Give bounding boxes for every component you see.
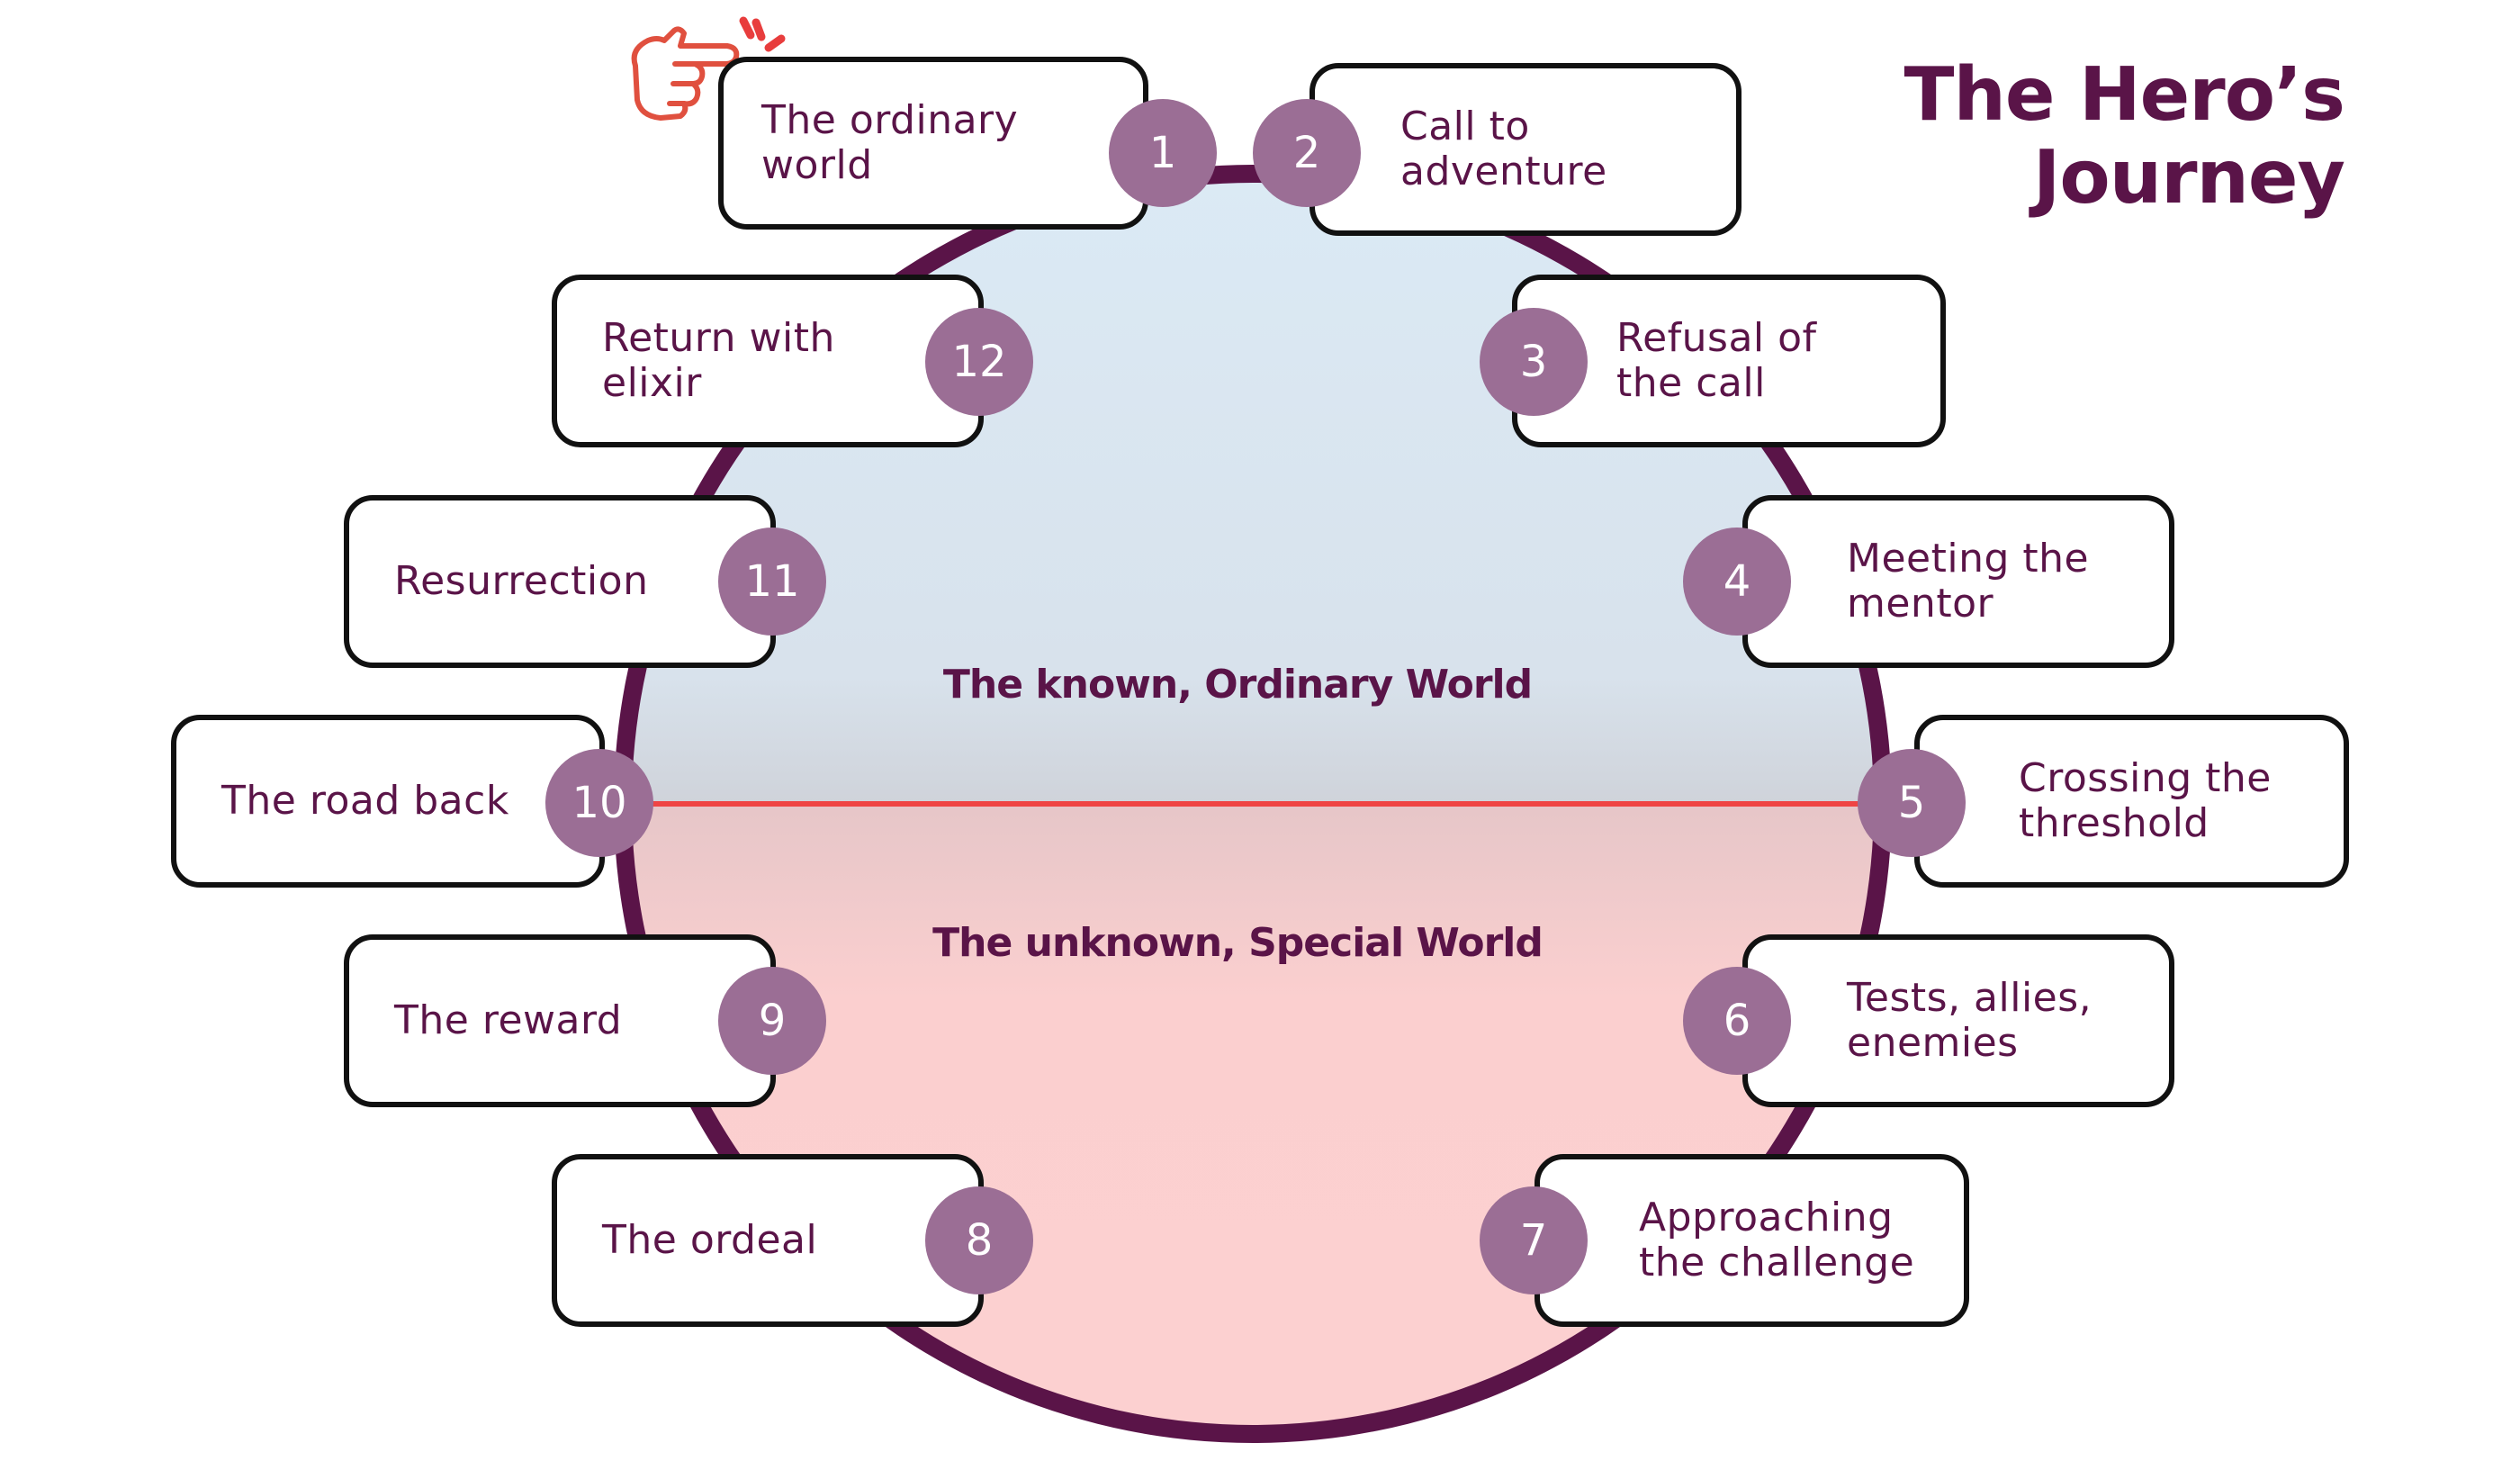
step-number-badge-6: 6: [1683, 967, 1791, 1075]
step-label-11: Resurrection: [394, 558, 649, 604]
step-box-10: The road back: [171, 715, 605, 888]
step-number-badge-4: 4: [1683, 528, 1791, 636]
step-box-1: The ordinary world: [718, 57, 1148, 230]
step-label-2: Call to adventure: [1400, 104, 1607, 194]
step-label-12: Return with elixir: [602, 315, 835, 406]
step-box-3: Refusal of the call: [1512, 275, 1946, 447]
unknown-world-region: [632, 804, 1874, 1425]
step-box-2: Call to adventure: [1310, 63, 1742, 236]
step-number-badge-9: 9: [718, 967, 826, 1075]
step-label-1: The ordinary world: [761, 97, 1019, 188]
step-box-12: Return with elixir: [552, 275, 984, 447]
step-number-badge-10: 10: [545, 749, 653, 857]
step-box-9: The reward: [344, 934, 776, 1107]
known-world-label: The known, Ordinary World: [942, 662, 1533, 708]
step-number-badge-1: 1: [1109, 99, 1217, 207]
step-box-8: The ordeal: [552, 1154, 984, 1327]
known-world-region: [632, 183, 1874, 804]
diagram-title: The Hero’s Journey: [1904, 52, 2345, 221]
title-line-2: Journey: [2032, 135, 2345, 221]
step-number-badge-12: 12: [925, 308, 1033, 416]
step-box-4: Meeting the mentor: [1742, 495, 2174, 668]
step-box-7: Approaching the challenge: [1534, 1154, 1969, 1327]
step-label-9: The reward: [394, 997, 623, 1043]
step-box-5: Crossing the threshold: [1914, 715, 2349, 888]
step-number-badge-2: 2: [1253, 99, 1361, 207]
step-number-badge-8: 8: [925, 1186, 1033, 1294]
step-label-8: The ordeal: [602, 1217, 818, 1263]
unknown-world-label: The unknown, Special World: [932, 920, 1544, 966]
step-label-6: Tests, allies, enemies: [1847, 975, 2092, 1066]
step-label-5: Crossing the threshold: [2019, 755, 2272, 846]
step-number-badge-7: 7: [1480, 1186, 1588, 1294]
step-number-badge-5: 5: [1858, 749, 1966, 857]
step-number-badge-11: 11: [718, 528, 826, 636]
step-number-badge-3: 3: [1480, 308, 1588, 416]
step-label-7: Approaching the challenge: [1639, 1195, 1915, 1285]
title-line-1: The Hero’s: [1904, 52, 2345, 138]
step-box-6: Tests, allies, enemies: [1742, 934, 2174, 1107]
step-label-4: Meeting the mentor: [1847, 536, 2090, 627]
step-label-10: The road back: [221, 778, 509, 824]
step-label-3: Refusal of the call: [1616, 315, 1817, 406]
step-box-11: Resurrection: [344, 495, 776, 668]
